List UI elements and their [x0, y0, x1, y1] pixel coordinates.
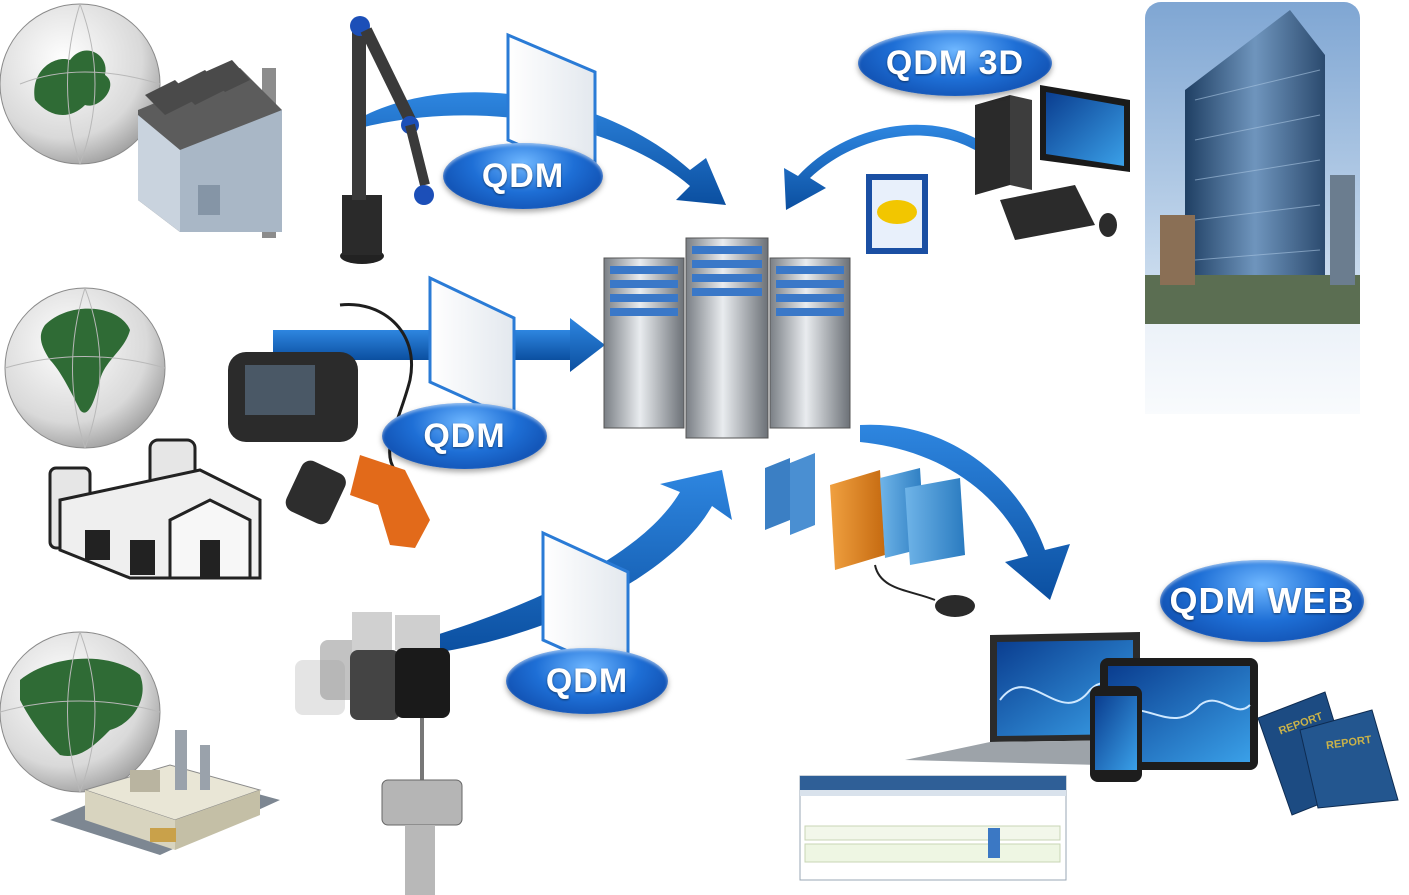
cmm-arm-icon	[340, 16, 434, 264]
factory-icon	[138, 60, 282, 238]
plant-icon	[48, 438, 262, 580]
qdm-3d-label: QDM 3D	[858, 30, 1052, 96]
borescope-icon	[228, 302, 430, 548]
3d-model-card-icon	[866, 174, 928, 254]
qdm-label-bottom: QDM	[506, 648, 668, 714]
globe-europe-icon	[0, 3, 161, 165]
report-book-front-icon	[1299, 709, 1399, 809]
globe-asia-icon	[0, 631, 161, 793]
qdm-label-top: QDM	[443, 143, 603, 209]
probe-head-icon	[295, 612, 463, 895]
web-report-screenshot	[799, 775, 1067, 881]
qdm-web-label: QDM WEB	[1160, 560, 1364, 642]
arrow-server-to-web	[860, 424, 1070, 600]
arrow-3d-to-server	[784, 124, 975, 210]
office-tower-photo	[1145, 2, 1360, 414]
globe-americas-icon	[4, 287, 166, 449]
qdm-label-mid: QDM	[382, 403, 547, 469]
industrial-building-icon	[50, 730, 280, 855]
desktop-computer-icon	[975, 85, 1130, 240]
file-folders-icon	[765, 453, 975, 617]
filter-pane-mid	[428, 275, 516, 423]
server-rack-icon	[603, 237, 851, 439]
smartphone-icon	[1090, 686, 1142, 782]
arrow-bottom-to-server	[420, 470, 732, 655]
